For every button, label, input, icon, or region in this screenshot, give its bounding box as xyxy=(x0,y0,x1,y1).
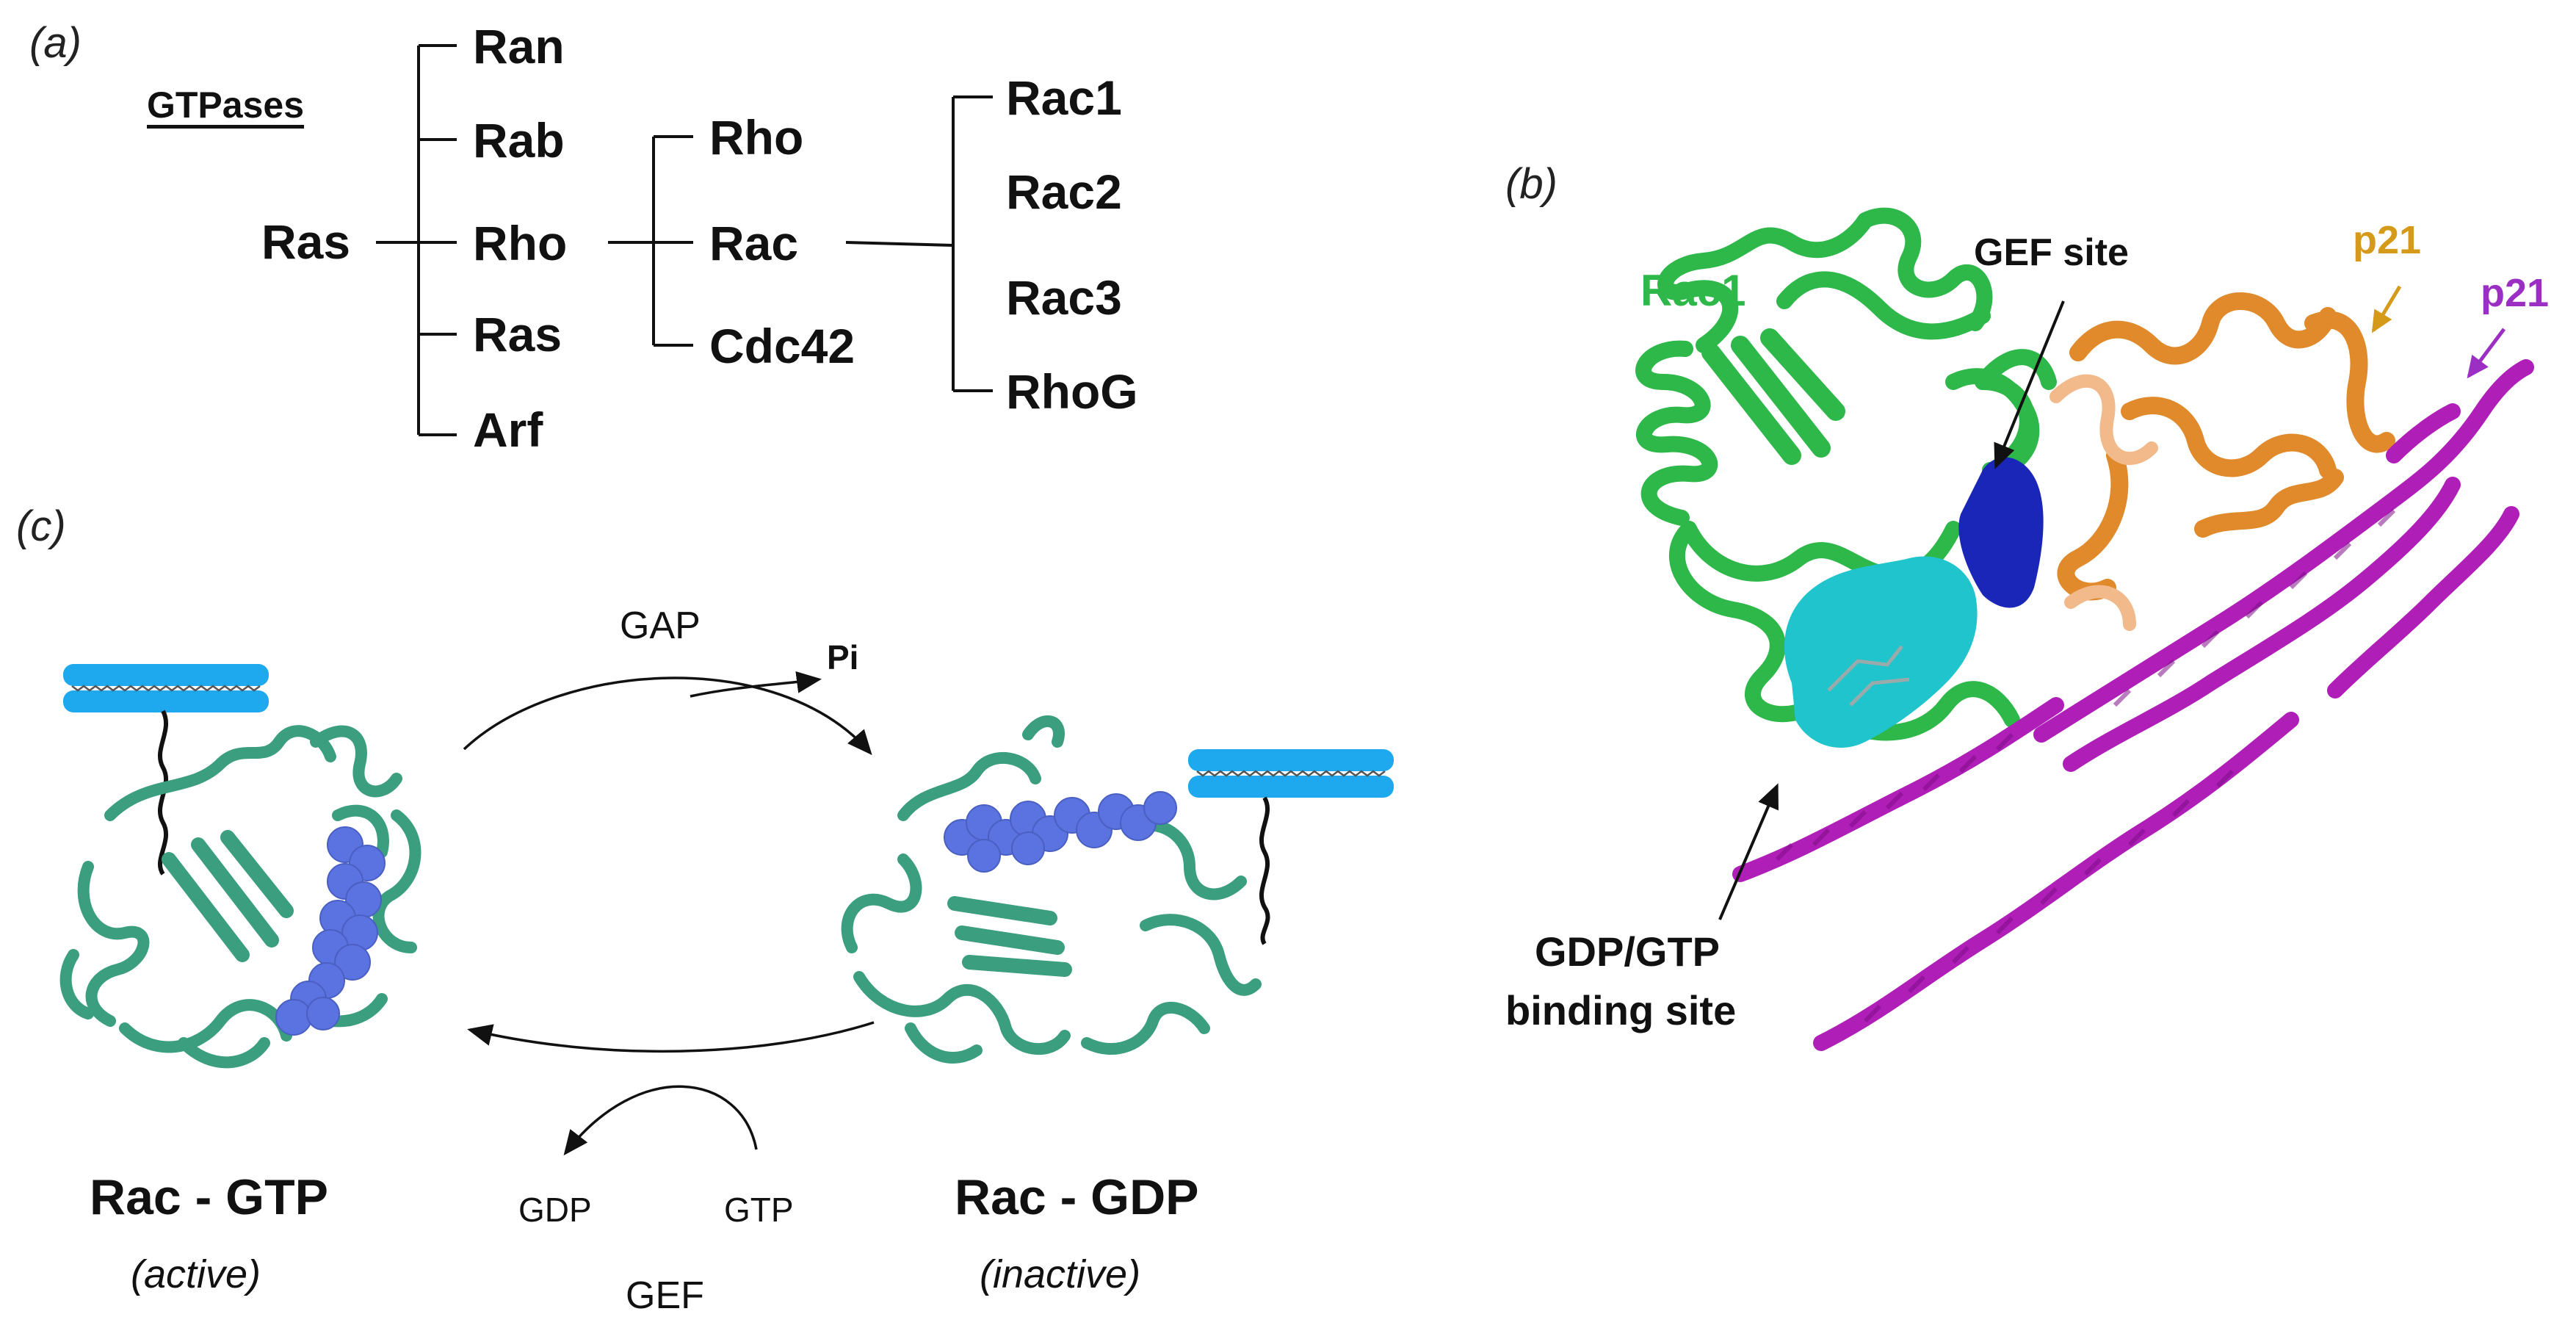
panel-label-b: (b) xyxy=(1505,160,1557,208)
gef-site-arrow xyxy=(1994,300,2065,469)
tree-l1-arf: Arf xyxy=(473,403,543,457)
rac-gtp-protein xyxy=(59,664,422,1069)
p21-orange-arrow xyxy=(2371,285,2402,333)
binding-site-label-line2: binding site xyxy=(1505,987,1737,1033)
membrane-left xyxy=(63,664,269,712)
gef-site-blob xyxy=(1958,457,2044,608)
pi-arrow xyxy=(690,671,822,698)
membrane-right xyxy=(1188,749,1394,798)
binding-site-label-line1: GDP/GTP xyxy=(1535,928,1721,975)
rac1-p21-structure xyxy=(1635,207,2534,1051)
gef-site-label: GEF site xyxy=(1974,231,2129,274)
gdp-label: GDP xyxy=(518,1191,592,1229)
gdp-ligand-spheres xyxy=(944,791,1177,873)
gap-label: GAP xyxy=(620,604,701,647)
rac-gtp-subtitle: (active) xyxy=(131,1252,261,1296)
gef-label: GEF xyxy=(626,1274,704,1317)
p21-purple-arrow xyxy=(2467,328,2506,379)
gdp-release-arrow xyxy=(563,1085,758,1156)
p21-purple-ribbon xyxy=(1732,359,2534,1051)
gtp-ligand-spheres xyxy=(275,826,386,1036)
panel-label-a: (a) xyxy=(29,19,82,67)
tree-l3-rhog: RhoG xyxy=(1006,364,1138,419)
pi-label: Pi xyxy=(827,638,859,676)
gdp-gtp-pocket xyxy=(1784,556,1978,748)
tree-l3-rac3: Rac3 xyxy=(1006,270,1122,325)
gap-arrow xyxy=(463,676,872,756)
tree-l1-ras: Ras xyxy=(473,307,562,361)
binding-site-arrow xyxy=(1718,783,1779,920)
gtp-label: GTP xyxy=(724,1191,794,1229)
tree-l1-rho: Rho xyxy=(473,216,568,270)
rac-gdp-title: Rac - GDP xyxy=(955,1169,1199,1225)
gtpase-tree-lines xyxy=(376,44,993,436)
rac1-label: Rac1 xyxy=(1640,266,1746,315)
p21-orange-label: p21 xyxy=(2353,218,2422,262)
tree-l1-ran: Ran xyxy=(473,19,565,73)
gtpases-header: GTPases xyxy=(147,84,305,126)
panel-b-arrows xyxy=(1718,285,2506,920)
gef-arrow xyxy=(467,1021,875,1053)
panel-label-c: (c) xyxy=(16,502,66,550)
tree-l2-rac: Rac xyxy=(709,216,799,270)
rac-gdp-protein xyxy=(841,715,1394,1064)
rac-gdp-subtitle: (inactive) xyxy=(980,1252,1141,1296)
rac-gtp-title: Rac - GTP xyxy=(90,1169,328,1225)
tree-l3-rac2: Rac2 xyxy=(1006,165,1122,219)
tree-l2-rho: Rho xyxy=(709,110,804,165)
tree-l3-rac1: Rac1 xyxy=(1006,71,1122,125)
tree-l1-rab: Rab xyxy=(473,113,565,167)
tree-l2-cdc42: Cdc42 xyxy=(709,319,855,373)
tree-root-ras: Ras xyxy=(261,214,351,269)
p21-purple-label: p21 xyxy=(2481,271,2550,315)
gtpase-cycle-arrows xyxy=(463,671,875,1156)
